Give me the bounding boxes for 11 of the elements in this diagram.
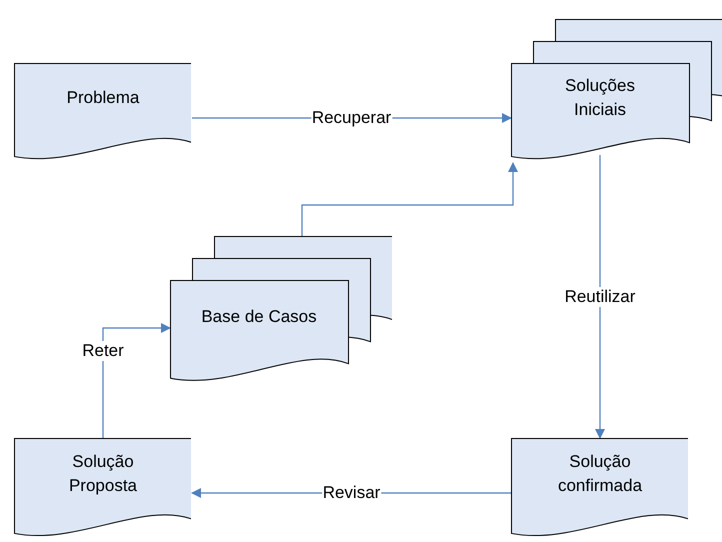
arrow [595,155,605,439]
arrow [301,162,518,236]
arrow [102,323,171,438]
node-label: Solução Proposta [68,450,138,497]
node-label: Solução confirmada [556,450,644,497]
node-label: Problema [66,87,140,109]
edge-label: Reutilizar [564,286,636,306]
edge-label: Reter [81,341,125,362]
node-label: Soluções Iniciais [564,75,636,121]
edge-label: Recuperar [310,108,392,128]
node-label: Base de Casos [200,306,318,328]
